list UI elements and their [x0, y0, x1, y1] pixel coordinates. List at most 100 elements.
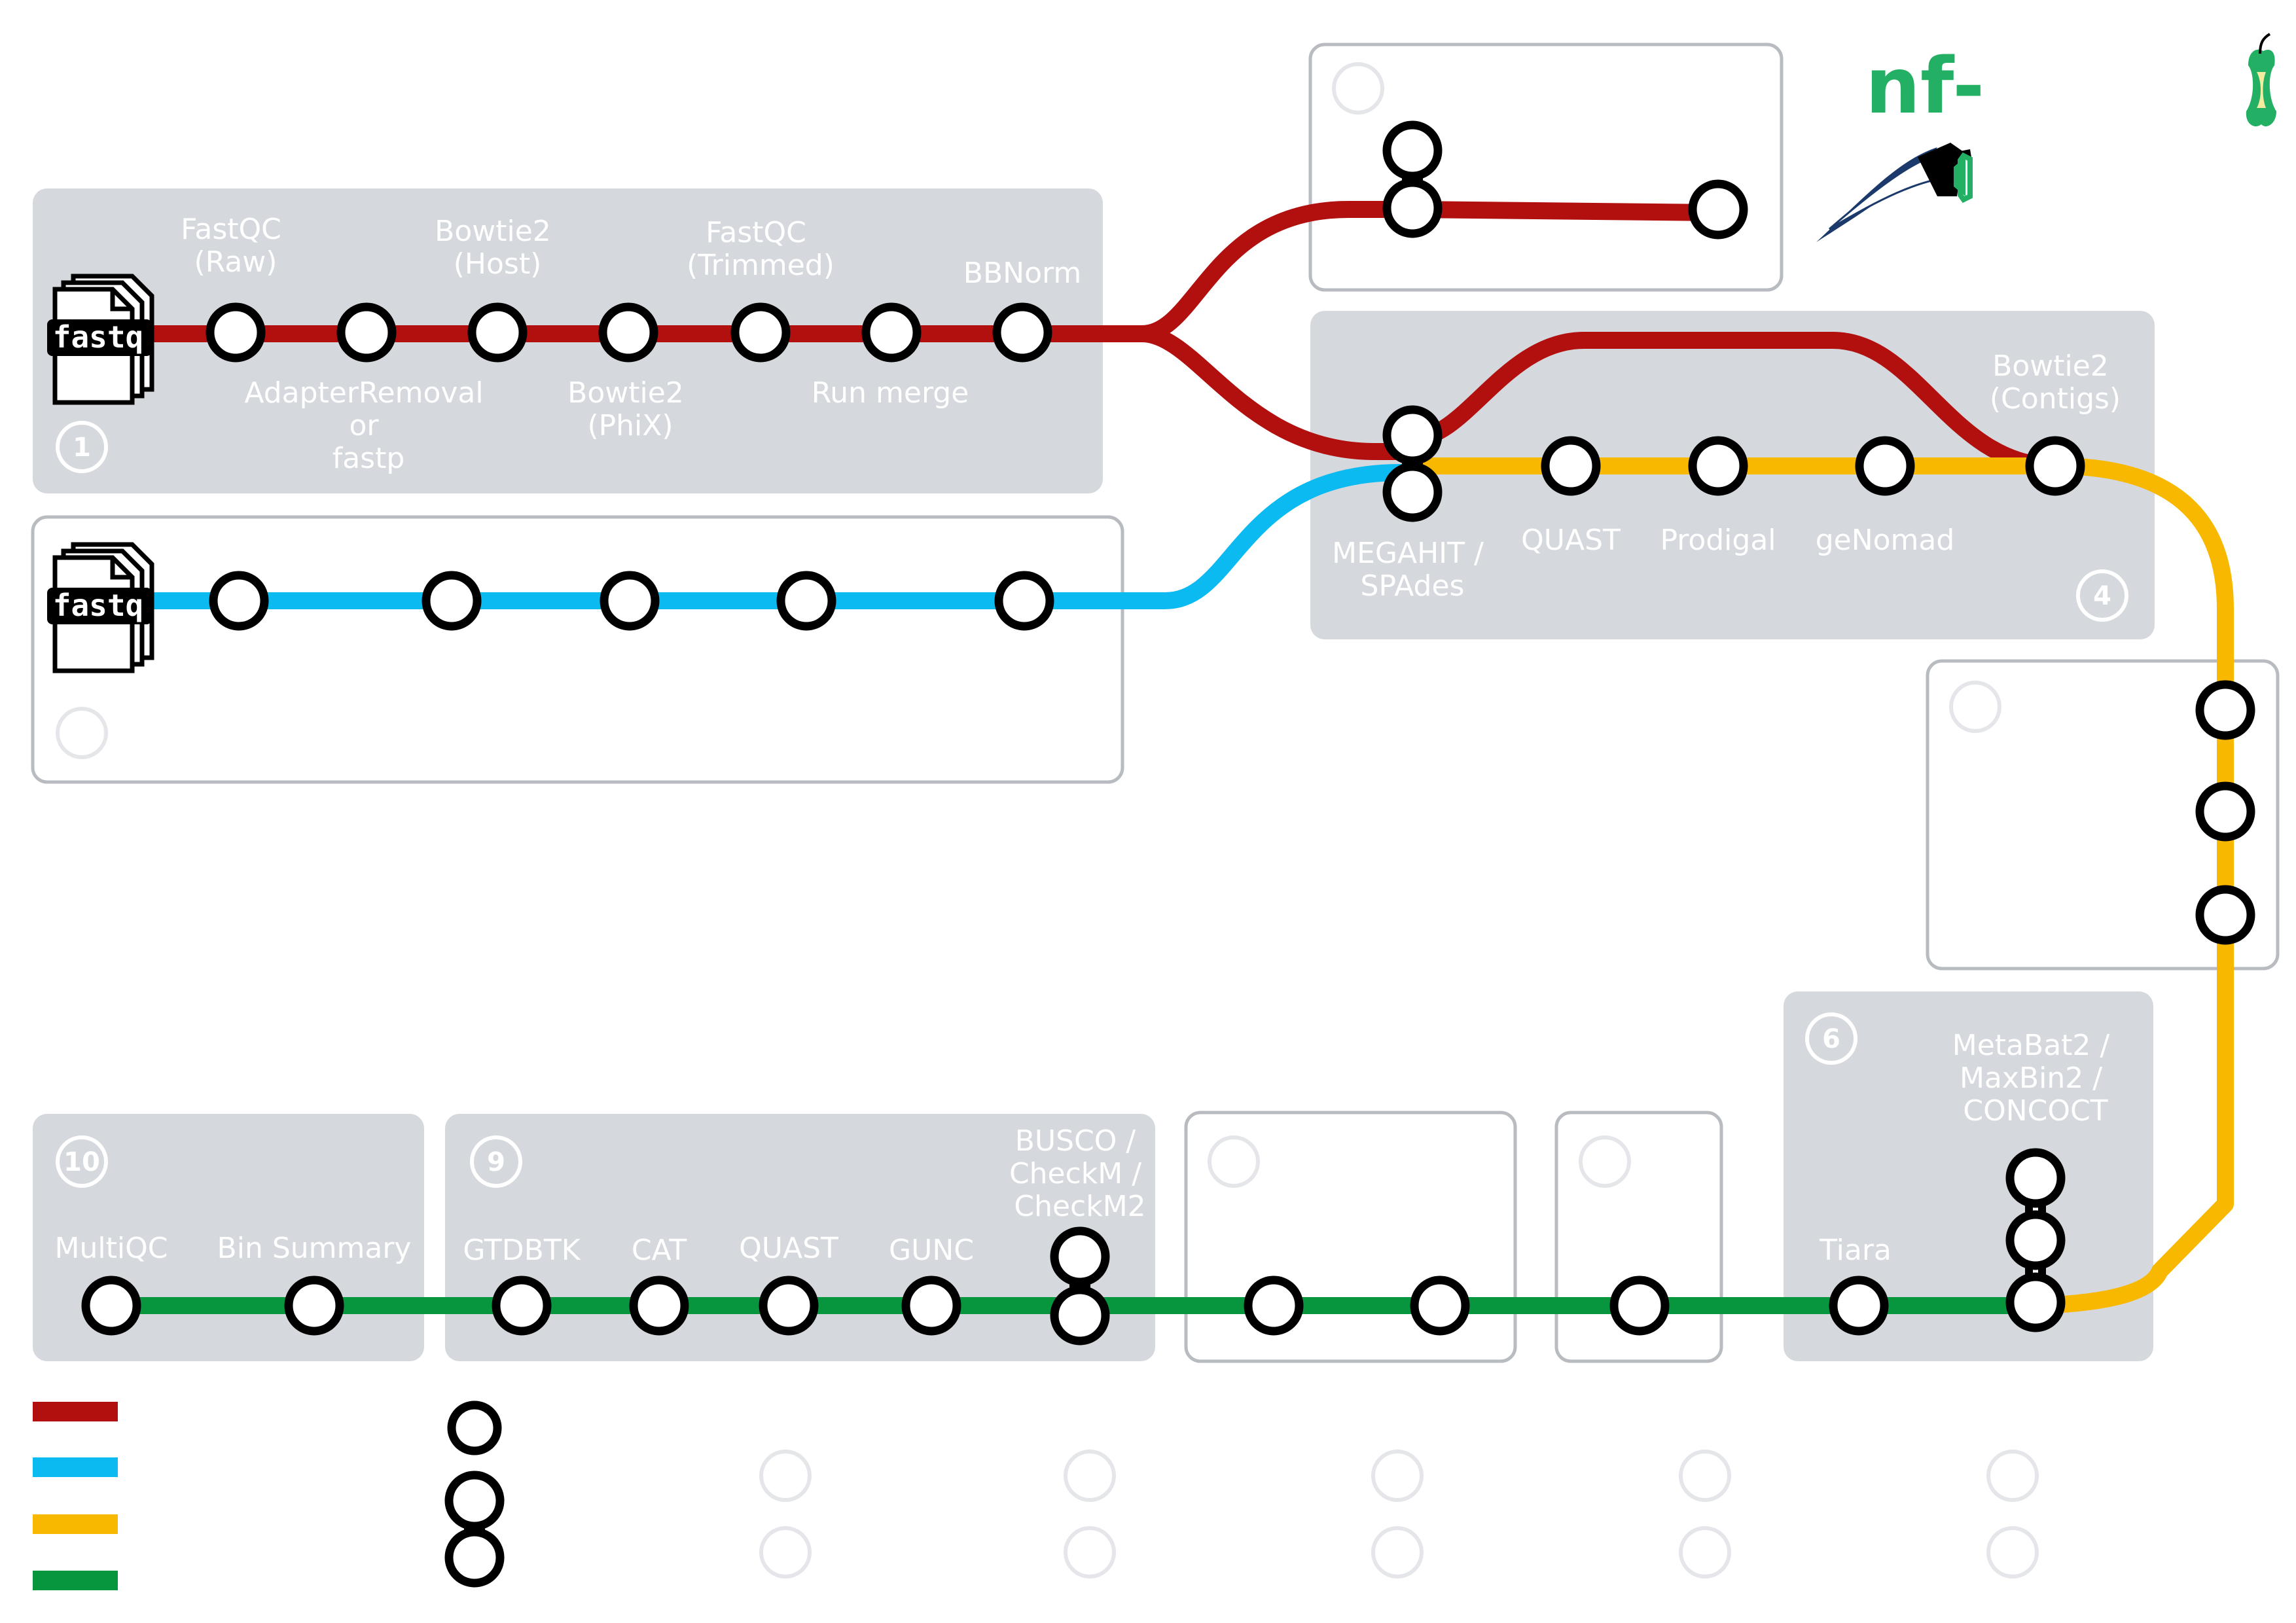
station-long-read-5: [994, 571, 1054, 631]
station-short-read-1: [206, 302, 266, 363]
station-assembly-2: [1688, 436, 1748, 496]
label-quast-bins: QUAST: [739, 1232, 838, 1265]
station-green-9: [1609, 1275, 1670, 1336]
label-multiqc: MultiQC: [55, 1232, 168, 1265]
station-green-7: [1244, 1275, 1304, 1336]
legend-swatch-binning: [33, 1571, 118, 1590]
apple-core-icon: [2246, 33, 2276, 127]
section-badges: 1 4 6 9 10: [56, 62, 2128, 1188]
station-section5-3: [2195, 885, 2255, 945]
fastq-file-front: fastq: [47, 287, 152, 405]
label-quast-assembly: QUAST: [1521, 524, 1621, 557]
legend-placeholder-circle-4-2: [1679, 1526, 1731, 1578]
legend-placeholder-circle-4-1: [1679, 1450, 1731, 1502]
section-badge-5: [1949, 681, 2001, 733]
label-bbnorm: BBNorm: [963, 257, 1081, 290]
legend-placeholder-circles: [759, 1450, 2039, 1578]
label-bowtie2-phix-line2: (PhiX): [587, 409, 673, 442]
label-gtdbtk: GTDBTK: [463, 1234, 581, 1267]
station-green-10: [1829, 1275, 1889, 1336]
short-read-line-contig-mapping: [1405, 332, 2064, 474]
fastq-files-icon: fastq: [47, 542, 154, 673]
label-cat: CAT: [632, 1234, 687, 1267]
label-bowtie2-host: Bowtie2 (Host): [435, 215, 560, 281]
label-adapterremoval-line2: or: [349, 409, 379, 442]
fastq-long-label: fastq: [53, 588, 143, 623]
label-fastqc-raw-line1: FastQC: [181, 213, 281, 246]
logo-text: nf-: [1865, 41, 1984, 131]
section-box-5: [1926, 659, 2280, 971]
legend-placeholder-circle-1-2: [759, 1526, 812, 1578]
label-megahit-spades-line2: SPAdes: [1361, 569, 1465, 603]
hexagon-icon: [1954, 152, 1973, 204]
legend-station-single: [447, 1400, 502, 1455]
section-badge-10: 10: [56, 1135, 108, 1188]
label-tiara: Tiara: [1819, 1234, 1892, 1267]
label-bowtie2-phix-line1: Bowtie2: [567, 376, 684, 410]
station-section2-multi-1: [1382, 120, 1443, 181]
station-green-3: [492, 1275, 552, 1336]
section-badge-8: [1579, 1135, 1631, 1188]
legend-placeholder-circle-3-1: [1371, 1450, 1424, 1502]
section-badge-1-number: 1: [73, 433, 91, 463]
station-green-8: [1410, 1275, 1470, 1336]
station-green-6: [901, 1275, 961, 1336]
station-section5-1: [2195, 680, 2255, 740]
label-fastqc-raw: FastQC (Raw): [181, 213, 291, 279]
legend-station-multi-2: [444, 1527, 505, 1588]
label-bowtie2-host-line2: (Host): [454, 247, 542, 281]
assembly-line: [1405, 457, 2234, 1314]
section-box-7: [1184, 1111, 1517, 1363]
nf-core-logo: nf-: [1816, 33, 2276, 242]
section-box-6: [1784, 991, 2153, 1361]
section-badge-7: [1208, 1135, 1260, 1188]
legend-placeholder-circle-1-1: [759, 1450, 812, 1502]
label-bowtie2-host-line1: Bowtie2: [435, 215, 551, 248]
short-read-line-branch: [1134, 325, 1422, 460]
label-fastqc-trimmed-line1: FastQC: [706, 216, 806, 249]
station-binning-multi-1: [2005, 1148, 2066, 1208]
label-adapterremoval-line1: AdapterRemoval: [244, 376, 483, 410]
section-boxes: [31, 43, 2280, 1363]
station-binning-multi-3: [2005, 1272, 2066, 1332]
legend-swatch-short: [33, 1402, 118, 1421]
label-bowtie2-phix: Bowtie2 (PhiX): [567, 376, 693, 442]
section-badge-6-number: 6: [1822, 1024, 1840, 1054]
long-read-line: [145, 464, 1422, 609]
station-long-read-1: [209, 571, 269, 631]
station-long-read-4: [776, 571, 836, 631]
legend-stations: [444, 1400, 505, 1588]
section-badge-4-number: 4: [2093, 581, 2111, 611]
label-gunc: GUNC: [889, 1234, 974, 1267]
station-assembly-1: [1541, 436, 1601, 496]
label-metabat-line2: MaxBin2 /: [1960, 1061, 2102, 1095]
station-assembly-multi-1: [1382, 405, 1443, 465]
legend-placeholder-circle-5-2: [1986, 1526, 2039, 1578]
section-box-8: [1554, 1111, 1723, 1363]
label-bowtie2-contigs-line2: (Contigs): [1990, 382, 2121, 416]
section-box-3: [31, 515, 1124, 784]
legend-placeholder-circle-2-2: [1064, 1526, 1116, 1578]
station-section2-multi-2: [1382, 178, 1443, 238]
section-badge-2: [1332, 62, 1384, 115]
swallow-icon: [1816, 143, 1971, 242]
label-bin-summary: Bin Summary: [217, 1232, 412, 1265]
legend-placeholder-circle-2-1: [1064, 1450, 1116, 1502]
legend: [33, 1402, 118, 1590]
station-section2-end: [1688, 179, 1748, 240]
section-badge-1: 1: [56, 421, 108, 473]
station-green-5: [759, 1275, 819, 1336]
label-run-merge: Run merge: [812, 376, 969, 410]
fastq-short-label: fastq: [53, 319, 143, 355]
label-fastqc-raw-line2: (Raw): [194, 245, 278, 279]
label-adapterremoval-line3: fastp: [332, 442, 405, 475]
legend-swatch-assembly: [33, 1514, 118, 1534]
label-megahit-spades: MEGAHIT / SPAdes: [1332, 537, 1493, 603]
label-metabat-line1: MetaBat2 /: [1952, 1029, 2110, 1062]
station-section5-2: [2195, 781, 2255, 842]
label-busco: BUSCO / CheckM / CheckM2: [1009, 1124, 1151, 1223]
station-short-read-4: [598, 302, 658, 363]
station-busco-multi-1: [1050, 1226, 1110, 1287]
fastq-files-icon: fastq: [47, 274, 154, 405]
